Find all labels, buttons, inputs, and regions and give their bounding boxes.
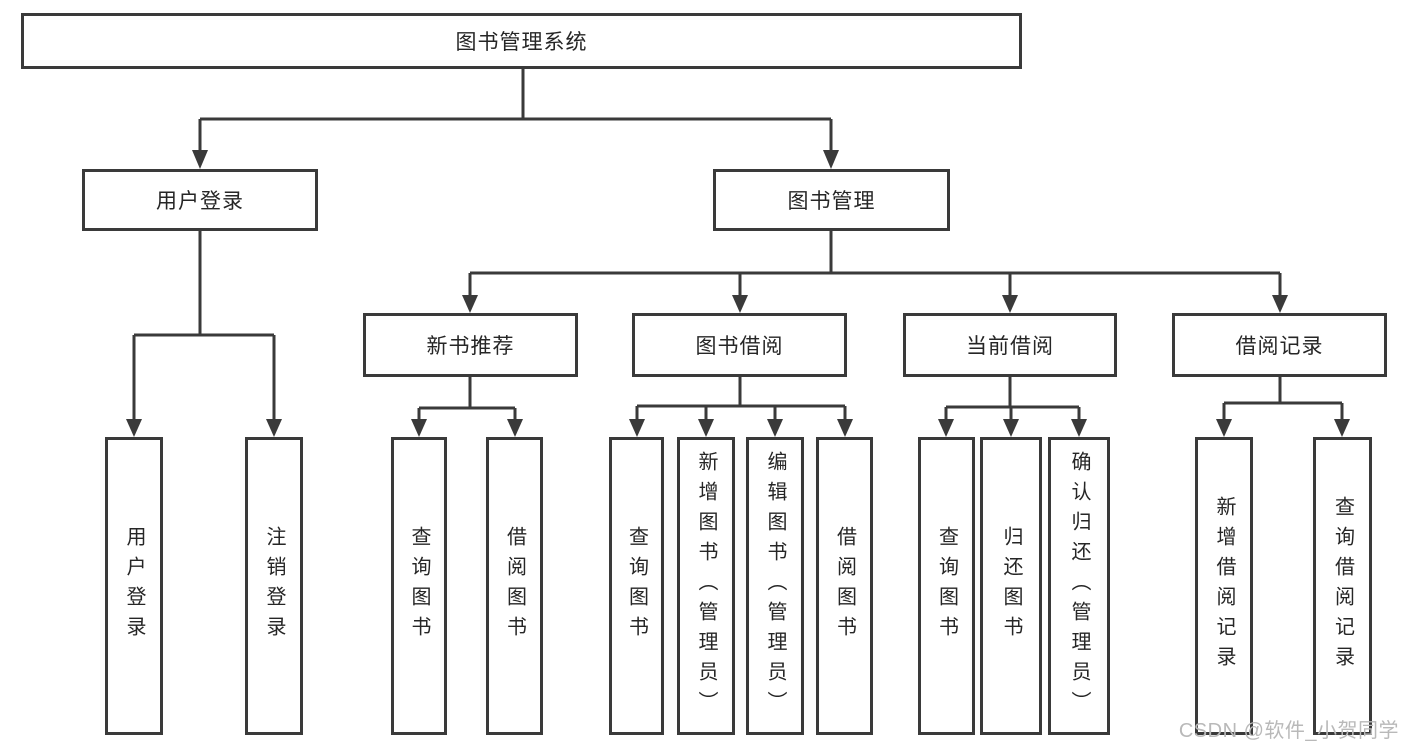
leaf-label: 查询图书 bbox=[408, 526, 430, 646]
arrowhead-current-query bbox=[938, 419, 954, 437]
node-label: 图书借阅 bbox=[695, 335, 784, 358]
node-borrow-records: 借阅记录 bbox=[1172, 313, 1387, 377]
leaf-label: 用户登录 bbox=[123, 526, 145, 646]
connector-recommend-children bbox=[417, 377, 517, 420]
node-label: 借阅记录 bbox=[1235, 335, 1324, 358]
node-book-management: 图书管理 bbox=[713, 169, 950, 231]
leaf-logout: 注销登录 bbox=[245, 437, 303, 735]
arrowhead-current bbox=[1002, 295, 1018, 313]
connector-current-children bbox=[944, 377, 1081, 420]
leaf-borrow-add-book-admin: 新增图书（管理员） bbox=[677, 437, 735, 735]
arrowhead-book-management bbox=[823, 150, 839, 169]
leaf-current-return-book: 归还图书 bbox=[980, 437, 1042, 735]
csdn-watermark: CSDN @软件_小贺同学 bbox=[1178, 720, 1399, 742]
node-user-login: 用户登录 bbox=[82, 169, 318, 231]
leaf-borrow-borrow-book: 借阅图书 bbox=[816, 437, 873, 735]
leaf-label: 查询借阅记录 bbox=[1331, 496, 1354, 676]
node-label: 当前借阅 bbox=[966, 335, 1054, 358]
leaf-current-query-book: 查询图书 bbox=[918, 437, 975, 735]
leaf-label: 新增图书（管理员） bbox=[695, 451, 717, 721]
arrowhead-borrow-add bbox=[698, 419, 714, 437]
arrowhead-borrow-query bbox=[629, 419, 645, 437]
connector-user-login-children bbox=[132, 231, 276, 420]
leaf-label: 注销登录 bbox=[263, 526, 285, 646]
leaf-label: 归还图书 bbox=[1000, 526, 1022, 646]
connector-borrow-children bbox=[635, 377, 847, 420]
leaf-recommend-borrow-book: 借阅图书 bbox=[486, 437, 543, 735]
connector-root-to-level2 bbox=[198, 69, 833, 153]
arrowhead-borrow-edit bbox=[767, 419, 783, 437]
node-label: 图书管理 bbox=[787, 190, 876, 213]
leaf-label: 借阅图书 bbox=[503, 526, 526, 646]
leaf-borrow-edit-book-admin: 编辑图书（管理员） bbox=[746, 437, 804, 735]
arrowhead-records bbox=[1272, 295, 1288, 313]
arrowhead-recommend-borrow bbox=[507, 419, 523, 437]
node-book-borrow: 图书借阅 bbox=[632, 313, 847, 377]
node-label: 用户登录 bbox=[156, 190, 244, 213]
leaf-label: 借阅图书 bbox=[833, 526, 856, 646]
arrowhead-login bbox=[126, 419, 142, 437]
node-label: 图书管理系统 bbox=[455, 31, 588, 54]
node-library-management-system: 图书管理系统 bbox=[21, 13, 1022, 69]
node-new-book-recommend: 新书推荐 bbox=[363, 313, 578, 377]
leaf-label: 查询图书 bbox=[625, 526, 648, 646]
leaf-user-login: 用户登录 bbox=[105, 437, 163, 735]
arrowhead-current-confirm bbox=[1071, 419, 1087, 437]
arrowhead-records-query bbox=[1334, 419, 1350, 437]
node-current-borrow: 当前借阅 bbox=[903, 313, 1117, 377]
arrowhead-current-return bbox=[1003, 419, 1019, 437]
connector-records-children bbox=[1222, 377, 1344, 420]
arrowhead-recommend bbox=[462, 295, 478, 313]
connector-book-management-children bbox=[468, 231, 1282, 296]
arrowhead-borrow bbox=[732, 295, 748, 313]
leaf-label: 查询图书 bbox=[935, 526, 958, 646]
leaf-recommend-query-book: 查询图书 bbox=[391, 437, 447, 735]
arrowhead-logout bbox=[266, 419, 282, 437]
arrowhead-records-add bbox=[1216, 419, 1232, 437]
arrowhead-borrow-borrow bbox=[837, 419, 853, 437]
arrowhead-user-login bbox=[192, 150, 208, 169]
leaf-current-confirm-return-admin: 确认归还（管理员） bbox=[1048, 437, 1110, 735]
arrowhead-recommend-query bbox=[411, 419, 427, 437]
node-label: 新书推荐 bbox=[426, 335, 515, 358]
leaf-label: 确认归还（管理员） bbox=[1068, 451, 1090, 721]
leaf-query-borrow-record: 查询借阅记录 bbox=[1313, 437, 1372, 735]
leaf-add-borrow-record: 新增借阅记录 bbox=[1195, 437, 1253, 735]
leaf-label: 新增借阅记录 bbox=[1213, 496, 1235, 676]
leaf-label: 编辑图书（管理员） bbox=[764, 451, 786, 721]
leaf-borrow-query-book: 查询图书 bbox=[609, 437, 664, 735]
